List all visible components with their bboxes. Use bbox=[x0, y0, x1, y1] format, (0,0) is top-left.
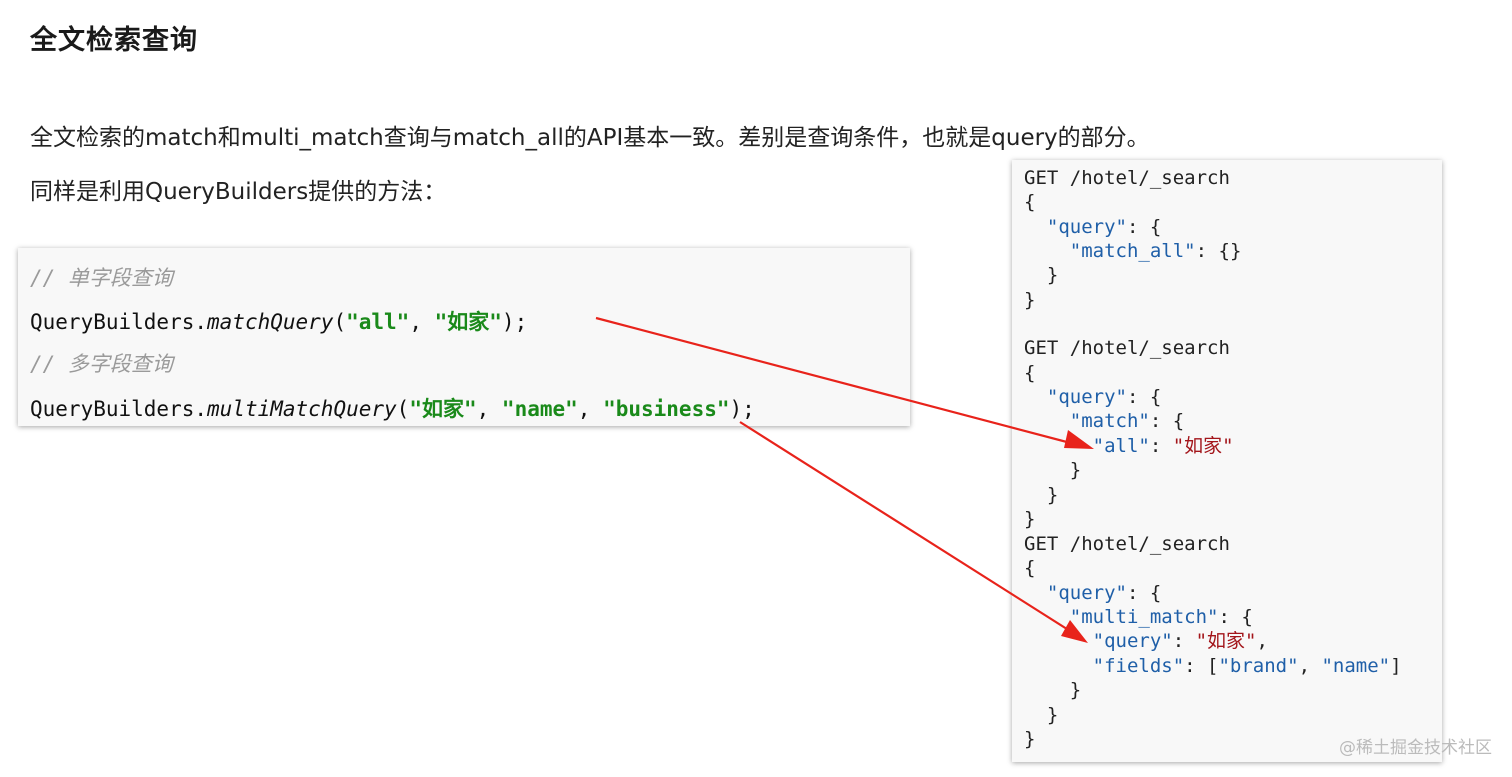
dsl-request-line: GET /hotel/_search bbox=[1024, 167, 1230, 189]
dsl-brace: } bbox=[1024, 508, 1036, 530]
dsl-request-line: GET /hotel/_search bbox=[1024, 337, 1230, 359]
code-line-match-query: QueryBuilders.matchQuery("all", "如家"); bbox=[30, 306, 527, 336]
dsl-query-line: "query": { bbox=[1046, 582, 1162, 604]
dsl-key: "match_all" bbox=[1069, 240, 1196, 262]
code-class-name: QueryBuilders. bbox=[30, 310, 208, 334]
code-string-arg: "business" bbox=[603, 397, 730, 421]
code-paren-close: ); bbox=[729, 397, 755, 421]
dsl-brace: } bbox=[1024, 289, 1036, 311]
code-separator: , bbox=[409, 310, 435, 334]
dsl-key: "query" bbox=[1046, 582, 1127, 604]
dsl-brace: } bbox=[1024, 679, 1082, 701]
code-class-name: QueryBuilders. bbox=[30, 397, 208, 421]
dsl-match-line: "match": { bbox=[1069, 410, 1185, 432]
dsl-key: "match" bbox=[1069, 410, 1150, 432]
code-string-arg: "如家" bbox=[409, 397, 477, 421]
dsl-multi-match-line: "multi_match": { bbox=[1069, 606, 1253, 628]
code-line-multi-match-query: QueryBuilders.multiMatchQuery("如家", "nam… bbox=[30, 393, 755, 423]
code-separator: , bbox=[577, 397, 604, 421]
dsl-match-all-line: "match_all": {} bbox=[1069, 240, 1242, 262]
watermark: @稀土掘金技术社区 bbox=[1339, 738, 1492, 758]
dsl-field-name: "name" bbox=[1321, 655, 1391, 677]
dsl-key: "all" bbox=[1092, 435, 1150, 457]
dsl-field-brand: "brand" bbox=[1218, 655, 1299, 677]
page-title: 全文检索查询 bbox=[30, 25, 198, 56]
dsl-brace: { bbox=[1024, 557, 1036, 579]
code-method-multi-match-query: multiMatchQuery bbox=[207, 397, 397, 421]
dsl-query-line: "query": { bbox=[1046, 216, 1162, 238]
dsl-key: "query" bbox=[1092, 630, 1173, 652]
dsl-brace: } bbox=[1024, 264, 1059, 286]
dsl-code-block: GET /hotel/_search { "query": { "match_a… bbox=[1012, 160, 1442, 762]
dsl-request-line: GET /hotel/_search bbox=[1024, 533, 1230, 555]
dsl-fields-line: "fields": ["brand", "name"] bbox=[1092, 655, 1402, 677]
dsl-key: "multi_match" bbox=[1069, 606, 1219, 628]
dsl-key: "query" bbox=[1046, 386, 1127, 408]
dsl-all-line: "all": "如家" bbox=[1092, 435, 1234, 457]
dsl-value: {} bbox=[1218, 240, 1242, 262]
dsl-brace: } bbox=[1024, 728, 1036, 750]
code-comment-single-field: // 单字段查询 bbox=[30, 266, 173, 290]
code-paren-open: ( bbox=[333, 310, 347, 334]
code-string-arg: "all" bbox=[346, 310, 410, 334]
dsl-brace: { bbox=[1024, 362, 1036, 384]
code-string-arg: "如家" bbox=[434, 310, 502, 334]
dsl-query-line: "query": { bbox=[1046, 386, 1162, 408]
dsl-brace: { bbox=[1024, 191, 1036, 213]
code-paren-close: ); bbox=[501, 310, 528, 334]
code-string-arg: "name" bbox=[501, 397, 578, 421]
java-code-block: // 单字段查询 QueryBuilders.matchQuery("all",… bbox=[18, 248, 910, 426]
code-method-match-query: matchQuery bbox=[207, 310, 334, 334]
dsl-mm-query-line: "query": "如家", bbox=[1092, 630, 1268, 652]
dsl-key: "query" bbox=[1046, 216, 1127, 238]
code-comment-multi-field: // 多字段查询 bbox=[30, 352, 173, 376]
dsl-brace: } bbox=[1024, 704, 1059, 726]
code-separator: , bbox=[476, 397, 502, 421]
dsl-brace: } bbox=[1024, 459, 1082, 481]
dsl-value: "如家" bbox=[1195, 630, 1257, 652]
dsl-value: "如家" bbox=[1172, 435, 1234, 457]
description-paragraph: 全文检索的match和multi_match查询与match_all的API基本… bbox=[30, 125, 1150, 151]
dsl-key: "fields" bbox=[1092, 655, 1185, 677]
dsl-brace: } bbox=[1024, 484, 1059, 506]
code-paren-open: ( bbox=[396, 397, 410, 421]
method-intro-paragraph: 同样是利用QueryBuilders提供的方法： bbox=[30, 179, 447, 205]
